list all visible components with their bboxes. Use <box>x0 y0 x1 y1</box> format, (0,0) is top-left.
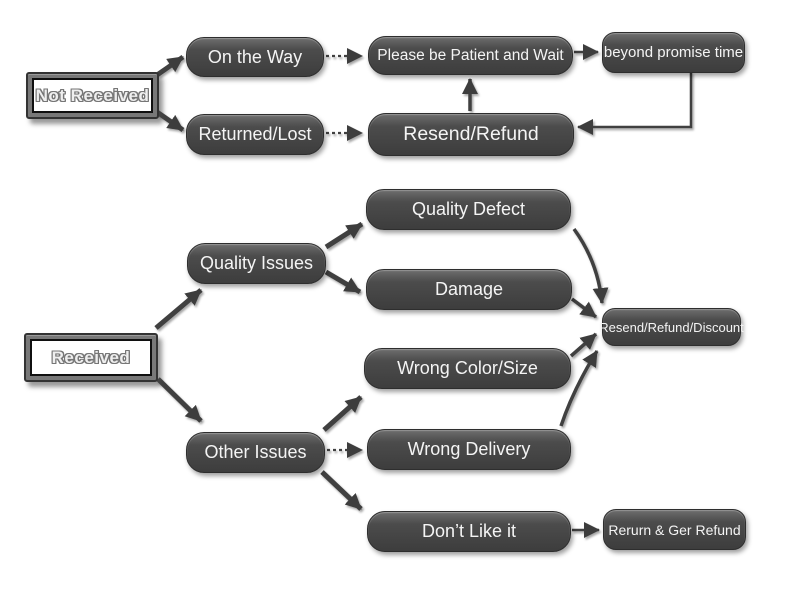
node-damage: Damage <box>366 269 572 310</box>
node-dont-like-it: Don’t Like it <box>367 511 571 552</box>
node-please-wait: Please be Patient and Wait <box>368 36 573 75</box>
edge-received-to-other-issues <box>156 377 203 423</box>
node-resend-refund: Resend/Refund <box>368 113 574 156</box>
node-beyond-promise-label: beyond promise time <box>603 44 744 61</box>
node-not-received-panel: Not Received <box>32 78 153 113</box>
node-other-issues: Other Issues <box>186 432 325 473</box>
node-returned-lost-label: Returned/Lost <box>198 124 312 144</box>
edge-quality-defect-to-resend-refund-discount <box>572 227 609 304</box>
node-wrong-delivery-label: Wrong Delivery <box>407 439 531 459</box>
node-returned-lost: Returned/Lost <box>186 114 324 155</box>
node-please-wait-label: Please be Patient and Wait <box>377 46 564 64</box>
edge-beyond-promise-to-resend-refund <box>577 72 693 135</box>
node-on-the-way: On the Way <box>186 37 324 77</box>
edge-other-issues-to-wrong-color-size <box>322 395 363 432</box>
node-quality-defect: Quality Defect <box>366 189 571 230</box>
node-resend-refund-label: Resend/Refund <box>403 123 539 145</box>
node-quality-issues-label: Quality Issues <box>199 253 314 273</box>
node-received: Received <box>24 333 158 382</box>
edge-wrong-color-size-to-resend-refund-discount <box>569 332 598 358</box>
edge-wrong-delivery-to-resend-refund-discount <box>559 350 599 427</box>
node-other-issues-label: Other Issues <box>204 442 307 462</box>
node-quality-defect-label: Quality Defect <box>411 199 526 219</box>
node-return-get-refund-label: Rerurn & Ger Refund <box>608 521 741 538</box>
edge-received-to-quality-issues <box>154 288 203 330</box>
node-beyond-promise: beyond promise time <box>602 32 745 73</box>
node-damage-label: Damage <box>434 279 504 299</box>
node-received-panel: Received <box>30 339 152 376</box>
edge-other-issues-to-dont-like-it <box>320 470 363 511</box>
node-wrong-color-size: Wrong Color/Size <box>364 348 571 389</box>
node-not-received: Not Received <box>26 72 159 119</box>
edge-not-received-to-on-the-way <box>155 54 185 78</box>
node-not-received-label: Not Received <box>35 85 150 105</box>
node-wrong-delivery: Wrong Delivery <box>367 429 571 470</box>
edge-quality-issues-to-quality-defect <box>324 221 364 250</box>
edge-not-received-to-returned-lost <box>155 109 185 133</box>
edge-quality-issues-to-damage <box>324 269 362 295</box>
node-received-label: Received <box>51 347 131 367</box>
node-return-get-refund: Rerurn & Ger Refund <box>603 509 746 550</box>
node-on-the-way-label: On the Way <box>207 46 303 67</box>
node-quality-issues: Quality Issues <box>187 243 326 284</box>
node-resend-refund-discount-label: Resend/Refund/Discount <box>599 319 744 335</box>
node-resend-refund-discount: Resend/Refund/Discount <box>599 308 744 346</box>
edge-damage-to-resend-refund-discount <box>570 297 598 319</box>
node-wrong-color-size-label: Wrong Color/Size <box>397 358 538 378</box>
node-dont-like-it-label: Don’t Like it <box>421 521 517 541</box>
